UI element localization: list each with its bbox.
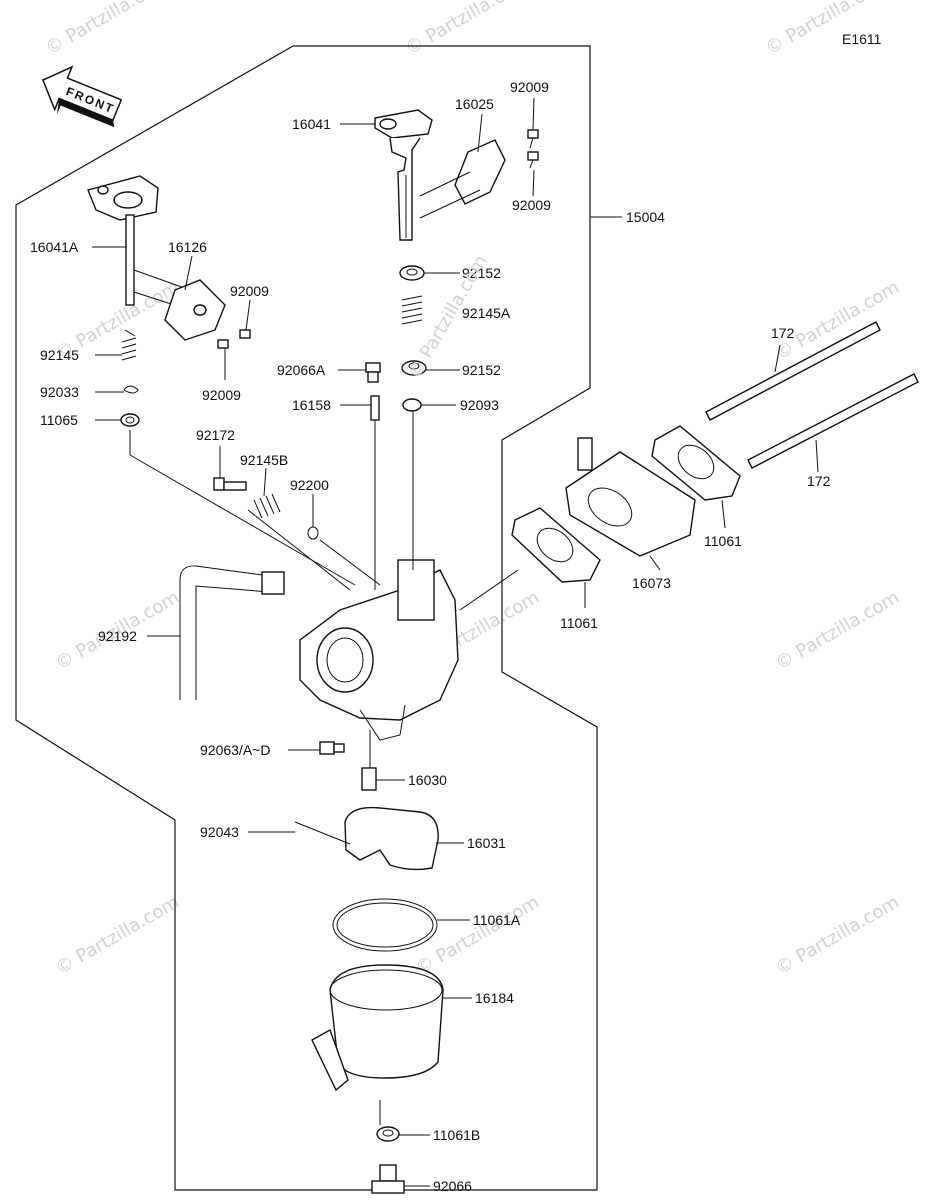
washer-11061B: [376, 1126, 400, 1142]
insulator-16073: [565, 437, 696, 557]
label-92145B: 92145B: [240, 452, 288, 468]
watermark: © Partzilla.com: [52, 892, 183, 980]
screws-92009-top: [527, 129, 539, 169]
label-16031: 16031: [467, 835, 506, 851]
label-92172: 92172: [196, 427, 235, 443]
watermark: © Partzilla.com: [402, 0, 533, 59]
throttle-shaft-16041: [374, 109, 433, 241]
label-92066A: 92066A: [277, 362, 326, 378]
label-16158: 16158: [292, 397, 331, 413]
label-16041: 16041: [292, 116, 331, 132]
leader-lines: [92, 97, 819, 1187]
label-92009-top2: 92009: [512, 197, 551, 213]
plug-92066A: [365, 362, 381, 383]
gasket-11061-right: [651, 425, 741, 501]
watermark: © Partzilla.com: [762, 0, 893, 59]
screw-16158: [370, 395, 380, 421]
carburetor-body: [299, 559, 459, 741]
label-16073: 16073: [632, 575, 671, 591]
studs-172: [705, 321, 919, 469]
label-92192: 92192: [98, 628, 137, 644]
label-16126: 16126: [168, 239, 207, 255]
label-16184: 16184: [475, 990, 514, 1006]
label-172-a: 172: [771, 325, 795, 341]
part-labels: 16041 16025 92009 92009 15004 16041A 161…: [30, 79, 831, 1194]
gasket-11061-left: [511, 507, 601, 583]
label-16030: 16030: [408, 772, 447, 788]
label-92009-low: 92009: [202, 387, 241, 403]
jet-16030: [361, 767, 377, 791]
label-92093: 92093: [460, 397, 499, 413]
spring-92145A: [401, 295, 423, 325]
hose-92192: [179, 565, 285, 700]
label-11061-b: 11061: [704, 533, 742, 549]
front-arrow: FRONT: [41, 65, 123, 128]
label-11061-a: 11061: [560, 615, 598, 631]
label-92145A: 92145A: [462, 305, 511, 321]
watermark: © Partzilla.com: [412, 892, 543, 980]
gasket-11061A: [332, 898, 438, 952]
spring-92145B: [253, 493, 281, 519]
assembly-frame: [15, 45, 598, 1191]
choke-shaft-16041A: [87, 175, 197, 313]
label-92152-b: 92152: [462, 362, 501, 378]
label-16025: 16025: [455, 96, 494, 112]
float-16031: [294, 806, 439, 871]
float-bowl-16184: [311, 964, 444, 1092]
label-15004: 15004: [626, 209, 665, 225]
screws-92009-left: [217, 329, 251, 349]
washer-92152-a: [399, 265, 425, 281]
label-11061A: 11061A: [473, 912, 521, 928]
label-11061B: 11061B: [433, 1127, 480, 1143]
label-92063: 92063/A~D: [200, 742, 270, 758]
oring-92200: [307, 526, 319, 540]
label-92200: 92200: [290, 477, 329, 493]
seal-92093: [402, 398, 422, 412]
choke-plate-16126: [164, 279, 226, 341]
label-92009-top: 92009: [510, 79, 549, 95]
label-92033: 92033: [40, 384, 79, 400]
seal-11065: [120, 413, 140, 427]
drain-screw-92063: [319, 741, 345, 755]
label-16041A: 16041A: [30, 239, 79, 255]
diagram-code: E1611: [842, 31, 882, 47]
label-92145: 92145: [40, 347, 79, 363]
label-11065: 11065: [40, 412, 78, 428]
label-92043: 92043: [200, 824, 239, 840]
spring-92145: [121, 329, 137, 361]
label-92009-mid: 92009: [230, 283, 269, 299]
throttle-plate-16025: [419, 139, 506, 219]
label-92152-a: 92152: [462, 265, 501, 281]
watermark: © Partzilla.com: [42, 0, 173, 59]
bolt-92066: [371, 1164, 405, 1194]
watermarks: © Partzilla.com © Partzilla.com © Partzi…: [42, 0, 903, 979]
watermark: © Partzilla.com: [772, 587, 903, 675]
washer-92152-b: [401, 360, 427, 376]
label-92066: 92066: [433, 1178, 472, 1194]
label-172-b: 172: [807, 473, 831, 489]
clip-92033: [123, 385, 139, 394]
screw-92172: [213, 477, 247, 491]
watermark: © Partzilla.com: [772, 892, 903, 980]
